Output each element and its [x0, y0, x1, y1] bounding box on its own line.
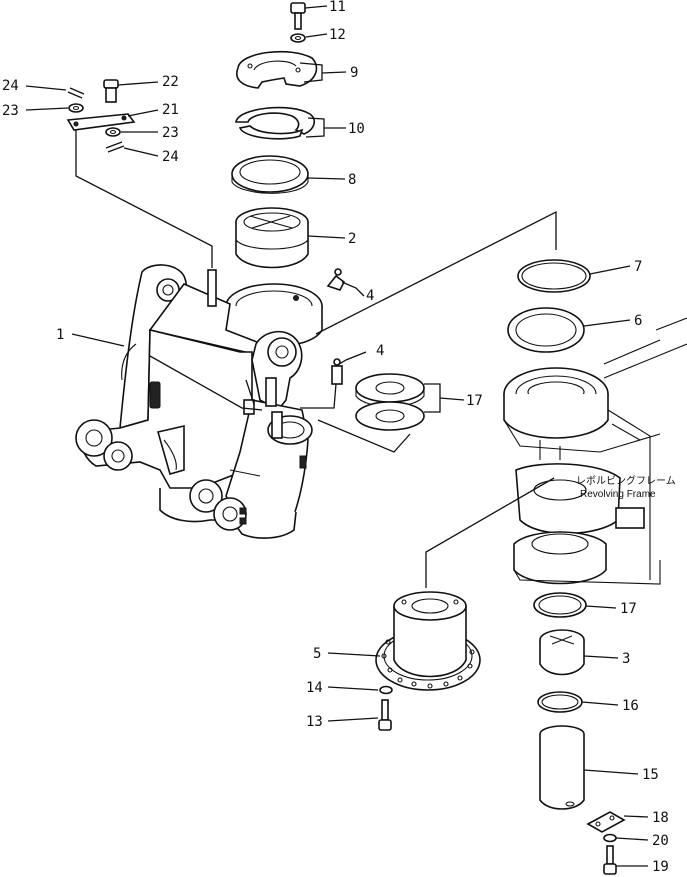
part-1-swing-bracket [75, 264, 323, 539]
callout-18: 18 [652, 810, 669, 826]
part-5-housing [375, 591, 481, 691]
part-10-shim [235, 106, 316, 140]
callout-3: 3 [622, 651, 630, 667]
callout-24-bottom: 24 [162, 149, 179, 165]
part-16-o-ring [537, 691, 583, 713]
frame-caption-jp: レボルビングフレーム [576, 474, 676, 487]
part-12-washer [290, 33, 306, 43]
part-23-washer-left [68, 103, 84, 113]
callout-22: 22 [162, 74, 179, 90]
callout-24-top: 24 [2, 78, 19, 94]
callout-23-left: 23 [2, 103, 19, 119]
callout-16: 16 [622, 698, 639, 714]
callout-19: 19 [652, 859, 669, 875]
part-2-bushing [235, 207, 309, 269]
callout-5: 5 [313, 646, 321, 662]
callout-6: 6 [634, 313, 642, 329]
callout-9: 9 [350, 65, 358, 81]
part-8-seal [231, 155, 309, 194]
part-24-pin-bottom [105, 141, 125, 153]
callout-15: 15 [642, 767, 659, 783]
callout-7: 7 [634, 259, 642, 275]
callout-10: 10 [348, 121, 365, 137]
callout-4-lower: 4 [376, 343, 384, 359]
part-21-plate [66, 113, 136, 131]
callout-17-upper: 17 [466, 393, 483, 409]
part-13-bolt [378, 699, 392, 731]
part-7-o-ring [517, 259, 591, 293]
callout-13: 13 [306, 714, 323, 730]
callout-1: 1 [56, 327, 64, 343]
part-17-o-ring-lower [533, 592, 587, 618]
part-17-spacer-upper [355, 373, 425, 431]
part-11-bolt [290, 2, 306, 30]
callout-8: 8 [348, 172, 356, 188]
callout-14: 14 [306, 680, 323, 696]
part-20-washer [603, 833, 617, 843]
part-15-pin [539, 725, 585, 810]
callout-23-right: 23 [162, 125, 179, 141]
frame-caption-en: Revolving Frame [580, 489, 656, 500]
callout-2: 2 [348, 231, 356, 247]
part-23-washer-right [105, 127, 121, 137]
part-18-plate [586, 811, 626, 833]
part-4-grease-fitting-upper [326, 268, 346, 291]
part-3-bushing [539, 629, 585, 676]
part-19-bolt [603, 845, 617, 875]
part-24-pin-top [67, 87, 85, 99]
callout-17-lower: 17 [620, 601, 637, 617]
callout-20: 20 [652, 833, 669, 849]
part-14-washer [379, 685, 393, 695]
part-6-shim-ring [507, 307, 585, 353]
revolving-frame [503, 317, 687, 585]
callout-11: 11 [329, 0, 346, 15]
part-22-pin [103, 79, 119, 103]
callout-21: 21 [162, 102, 179, 118]
callout-12: 12 [329, 27, 346, 43]
part-9-plate [236, 50, 318, 89]
callout-4-upper: 4 [366, 288, 374, 304]
